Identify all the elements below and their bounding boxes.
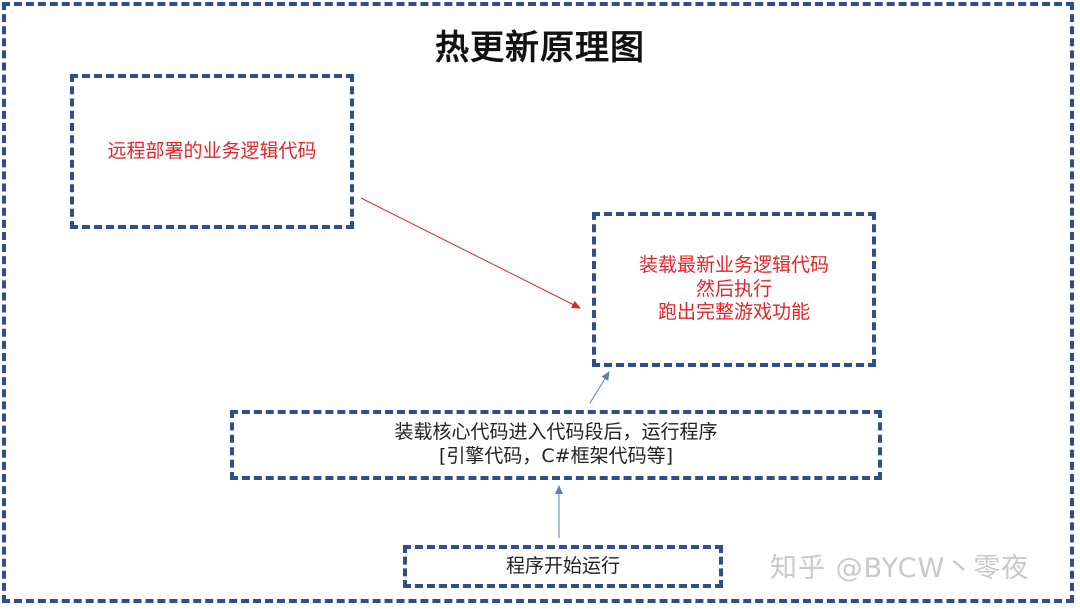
node-load-core-line-1: 装载核心代码进入代码段后，运行程序 (394, 421, 718, 444)
node-load-latest-code: 装载最新业务逻辑代码 然后执行 跑出完整游戏功能 (592, 212, 876, 367)
node-program-start-line-1: 程序开始运行 (505, 554, 620, 577)
node-load-latest-line-3: 跑出完整游戏功能 (657, 301, 810, 324)
node-load-latest-line-2: 然后执行 (695, 277, 772, 300)
diagram-frame (2, 2, 1074, 603)
arrow-core-to-latest (589, 371, 610, 404)
node-load-core-line-2: [引擎代码，C#框架代码等] (438, 445, 673, 467)
node-load-core-code: 装载核心代码进入代码段后，运行程序 [引擎代码，C#框架代码等] (230, 410, 882, 480)
arrow-remote-to-latest (360, 197, 581, 309)
watermark: 知乎 @BYCW丶零夜 (770, 553, 1030, 584)
node-program-start: 程序开始运行 (403, 545, 723, 588)
node-remote-code: 远程部署的业务逻辑代码 (70, 74, 354, 229)
node-remote-code-line-1: 远程部署的业务逻辑代码 (107, 139, 317, 162)
diagram-title: 热更新原理图 (435, 28, 645, 68)
node-load-latest-line-1: 装载最新业务逻辑代码 (638, 253, 829, 276)
